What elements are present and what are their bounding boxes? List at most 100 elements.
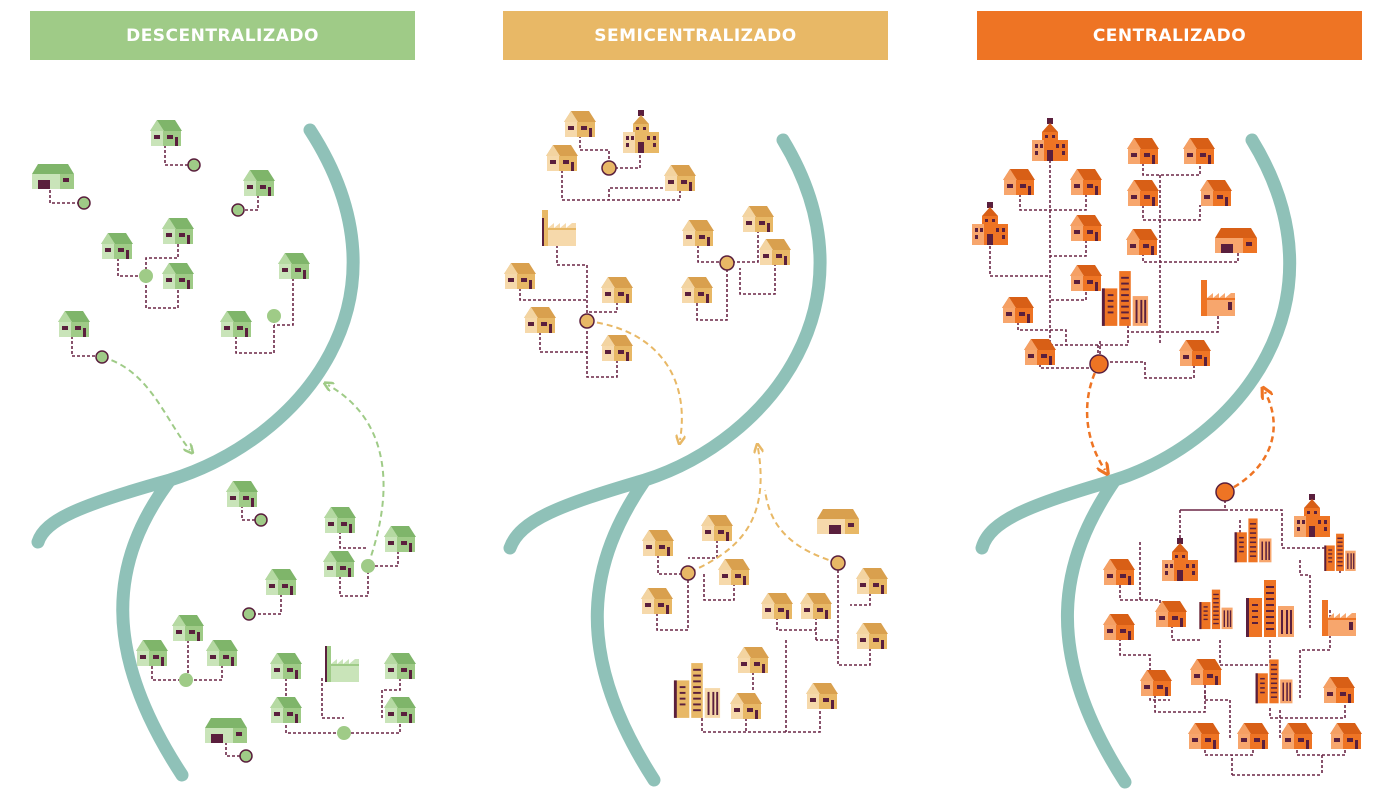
- river-icon: [31, 123, 360, 782]
- treatment-node-icon: [830, 555, 846, 571]
- house-icon: [1127, 180, 1159, 206]
- house-icon: [681, 277, 713, 303]
- tower-building-icon: [1101, 271, 1149, 326]
- treatment-node-icon: [139, 269, 153, 283]
- tower-building-icon: [673, 663, 721, 718]
- house-icon: [58, 311, 90, 337]
- house-icon: [1323, 677, 1355, 703]
- banner-title-decentralized: DESCENTRALIZADO: [126, 25, 319, 46]
- house-icon: [1103, 614, 1135, 640]
- river-icon: [503, 133, 827, 787]
- treatment-node-icon: [1089, 354, 1109, 374]
- house-icon: [243, 170, 275, 196]
- house-icon: [718, 559, 750, 585]
- house-icon: [323, 551, 355, 577]
- treatment-node-icon: [179, 673, 193, 687]
- house-icon: [1126, 229, 1158, 255]
- banner-decentralized: DESCENTRALIZADO: [30, 11, 415, 60]
- house-icon: [1070, 215, 1102, 241]
- house-icon: [1190, 659, 1222, 685]
- house-icon: [1237, 723, 1269, 749]
- treatment-node-icon: [242, 607, 256, 621]
- house-icon: [524, 307, 556, 333]
- panel-centralized: [972, 118, 1362, 789]
- house-icon: [1127, 138, 1159, 164]
- house-icon: [162, 218, 194, 244]
- river-icon: [975, 133, 1297, 789]
- treatment-nodes: [579, 160, 846, 581]
- buildings: [32, 120, 416, 743]
- house-icon: [1188, 723, 1220, 749]
- banner-centralized: CENTRALIZADO: [977, 11, 1362, 60]
- house-icon: [1155, 601, 1187, 627]
- flow-arrow-icon: [689, 448, 761, 573]
- house-icon: [278, 253, 310, 279]
- house-icon: [384, 653, 416, 679]
- tower-building-icon: [1246, 580, 1294, 637]
- house-icon: [270, 697, 302, 723]
- house-icon: [742, 206, 774, 232]
- banner-title-semicentralized: SEMICENTRALIZADO: [594, 25, 797, 46]
- civic-building-icon: [1032, 118, 1068, 161]
- civic-building-icon: [972, 202, 1008, 245]
- treatment-node-icon: [1215, 482, 1235, 502]
- house-icon: [546, 145, 578, 171]
- house-icon: [1103, 559, 1135, 585]
- civic-building-icon: [1162, 538, 1198, 581]
- tower-building-icon: [1255, 659, 1293, 704]
- civic-building-icon: [623, 110, 659, 153]
- flow-arrow-icon: [1085, 363, 1105, 470]
- buildings: [972, 118, 1362, 749]
- factory-icon: [1322, 600, 1356, 636]
- treatment-node-icon: [337, 726, 351, 740]
- house-icon: [1330, 723, 1362, 749]
- house-icon: [226, 481, 258, 507]
- treatment-node-icon: [680, 565, 696, 581]
- house-icon: [1140, 670, 1172, 696]
- flow-arrow-icon: [1224, 392, 1275, 494]
- house-icon: [265, 569, 297, 595]
- house-icon: [1003, 169, 1035, 195]
- house-icon: [737, 647, 769, 673]
- panel-semicentralized: [503, 110, 888, 787]
- house-icon: [601, 277, 633, 303]
- treatment-node-icon: [267, 309, 281, 323]
- treatment-nodes: [1089, 354, 1235, 502]
- house-icon: [682, 220, 714, 246]
- house-icon: [172, 615, 204, 641]
- warehouse-icon: [1215, 228, 1257, 253]
- house-icon: [664, 165, 696, 191]
- warehouse-icon: [205, 718, 247, 743]
- treatment-node-icon: [187, 158, 201, 172]
- treatment-node-icon: [579, 313, 595, 329]
- treatment-node-icon: [601, 160, 617, 176]
- civic-building-icon: [1294, 494, 1330, 537]
- factory-icon: [542, 210, 576, 246]
- factory-icon: [325, 646, 359, 682]
- house-icon: [601, 335, 633, 361]
- house-icon: [1002, 297, 1034, 323]
- house-icon: [220, 311, 252, 337]
- banner-semicentralized: SEMICENTRALIZADO: [503, 11, 888, 60]
- buildings: [504, 110, 888, 719]
- house-icon: [1183, 138, 1215, 164]
- house-icon: [701, 515, 733, 541]
- treatment-node-icon: [231, 203, 245, 217]
- flow-arrow-icon: [586, 320, 682, 440]
- pipe-network: [49, 145, 401, 757]
- house-icon: [730, 693, 762, 719]
- warehouse-icon: [32, 164, 74, 189]
- flow-arrow-icon: [101, 356, 190, 450]
- house-icon: [1200, 180, 1232, 206]
- house-icon: [504, 263, 536, 289]
- house-icon: [642, 530, 674, 556]
- panel-decentralized: [31, 120, 416, 782]
- house-icon: [270, 653, 302, 679]
- house-icon: [641, 588, 673, 614]
- flow-arrow-icon: [764, 489, 839, 564]
- house-icon: [136, 640, 168, 666]
- warehouse-icon: [817, 509, 859, 534]
- treatment-nodes: [77, 158, 375, 763]
- house-icon: [800, 593, 832, 619]
- treatment-node-icon: [95, 350, 109, 364]
